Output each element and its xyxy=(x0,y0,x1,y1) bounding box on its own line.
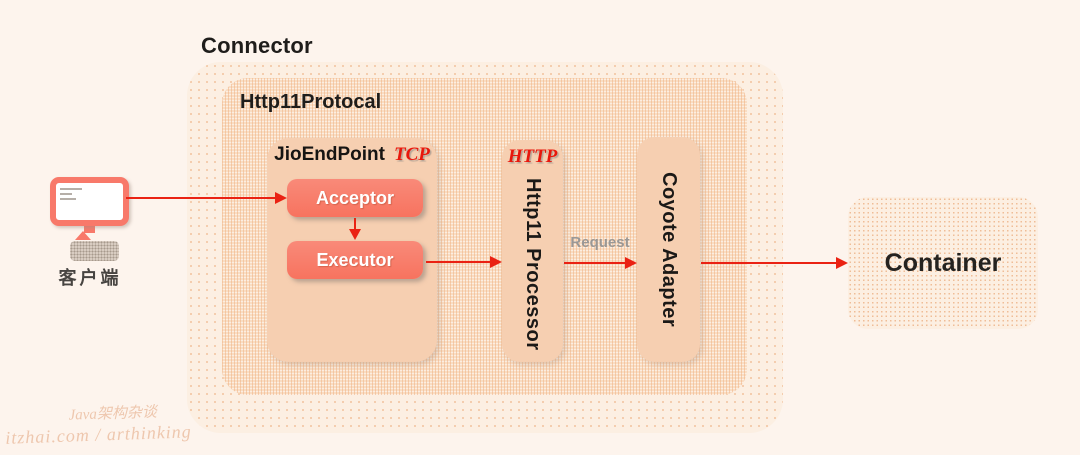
client-monitor-icon xyxy=(50,177,129,226)
acceptor-node: Acceptor xyxy=(287,179,423,217)
container-label: Container xyxy=(884,248,1002,277)
http11-processor-box: HTTP Http11 Processor xyxy=(502,140,563,362)
http11protocal-title: Http11Protocal xyxy=(240,91,382,113)
executor-node: Executor xyxy=(287,241,423,279)
screen-text-line xyxy=(60,188,82,190)
arrow-adapter-to-container xyxy=(701,257,848,269)
tcp-tag: TCP xyxy=(393,144,430,165)
arrow-client-to-acceptor xyxy=(126,192,287,204)
monitor-stand-neck xyxy=(84,226,95,233)
arrow-acceptor-to-executor xyxy=(349,218,361,240)
http-tag: HTTP xyxy=(507,146,558,167)
coyote-adapter-label: Coyote Adapter xyxy=(658,171,680,328)
screen-text-line xyxy=(60,193,72,195)
coyote-adapter-label-wrap: Coyote Adapter xyxy=(637,137,700,362)
watermark-brand: Java架构杂谈 xyxy=(68,404,158,424)
http11-processor-label-wrap: Http11 Processor xyxy=(502,174,563,354)
arrow-executor-to-processor xyxy=(426,256,502,268)
client-label: 客户端 xyxy=(58,268,122,288)
acceptor-label: Acceptor xyxy=(315,187,395,208)
request-arrow-label: Request xyxy=(570,234,630,251)
jioendpoint-title: JioEndPoint xyxy=(274,144,385,165)
jioendpoint-header: JioEndPoint TCP xyxy=(267,144,437,166)
http11-processor-label: Http11 Processor xyxy=(522,177,544,351)
monitor-stand-base xyxy=(75,231,91,240)
coyote-adapter-box: Coyote Adapter xyxy=(637,137,700,362)
executor-label: Executor xyxy=(316,249,394,270)
connector-title: Connector xyxy=(201,33,313,58)
screen-text-line xyxy=(60,198,76,200)
arrow-processor-to-adapter xyxy=(564,257,637,269)
client-keyboard-icon xyxy=(70,241,119,261)
container-box: Container xyxy=(848,197,1038,329)
watermark-site: itzhai.com / arthinking xyxy=(4,421,193,448)
